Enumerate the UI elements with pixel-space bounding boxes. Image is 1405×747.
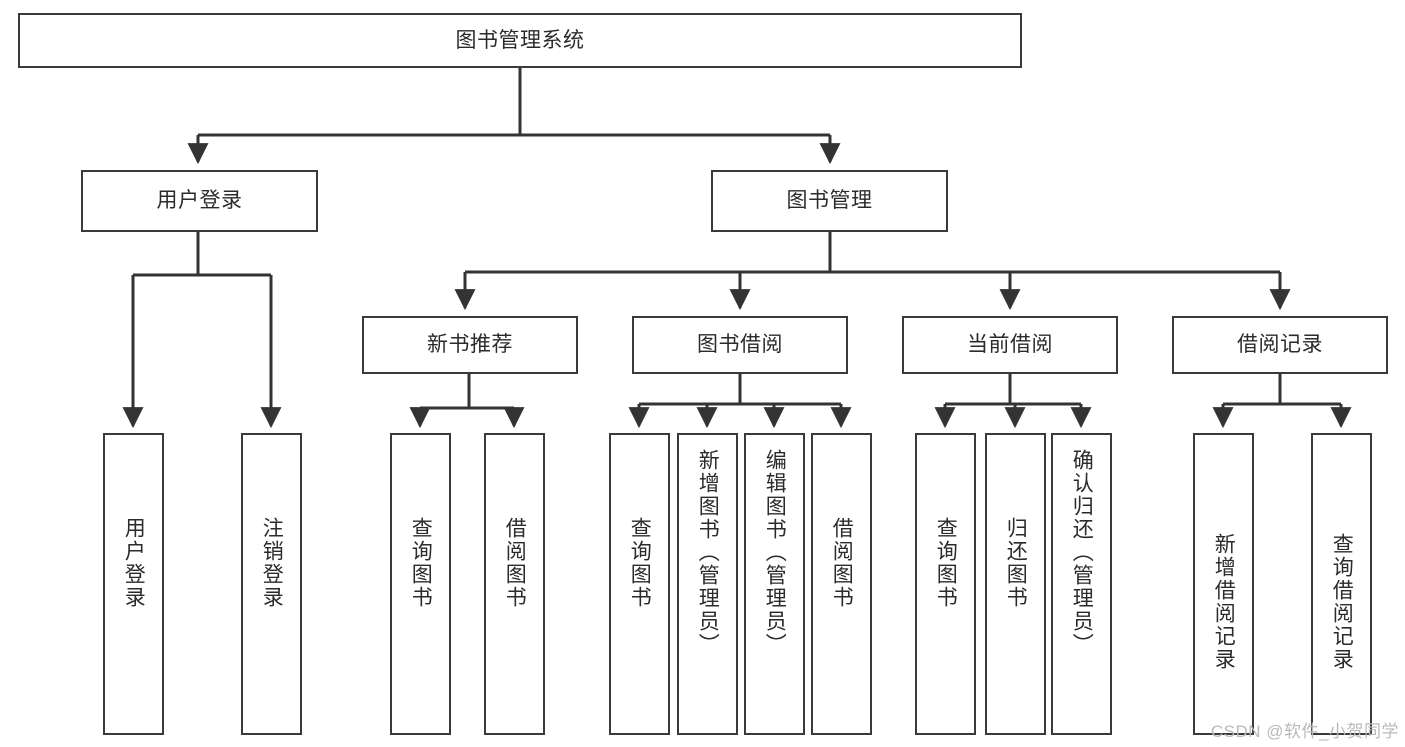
node-label: 新增图书（管理员） <box>696 449 720 656</box>
leaf-add-book-admin[interactable]: 新增图书（管理员） <box>677 433 738 735</box>
node-label: 查询借阅记录 <box>1330 533 1354 671</box>
node-label: 归还图书 <box>1004 517 1028 609</box>
leaf-borrow-book[interactable]: 借阅图书 <box>811 433 872 735</box>
node-book-borrow[interactable]: 图书借阅 <box>632 316 848 374</box>
leaf-edit-book-admin[interactable]: 编辑图书（管理员） <box>744 433 805 735</box>
node-current-borrow[interactable]: 当前借阅 <box>902 316 1118 374</box>
node-label: 查询图书 <box>934 517 958 609</box>
leaf-user-login[interactable]: 用户登录 <box>103 433 164 735</box>
node-label: 图书管理 <box>786 189 873 213</box>
node-label: 查询图书 <box>409 517 433 609</box>
node-label: 新书推荐 <box>427 333 513 357</box>
node-label: 新增借阅记录 <box>1212 533 1236 671</box>
leaf-query-book-new[interactable]: 查询图书 <box>390 433 451 735</box>
leaf-borrow-book-new[interactable]: 借阅图书 <box>484 433 545 735</box>
leaf-add-borrow-record[interactable]: 新增借阅记录 <box>1193 433 1254 735</box>
node-label: 图书管理系统 <box>455 28 585 52</box>
node-new-book-recommend[interactable]: 新书推荐 <box>362 316 578 374</box>
leaf-return-book[interactable]: 归还图书 <box>985 433 1046 735</box>
node-label: 借阅图书 <box>503 517 527 609</box>
node-label: 当前借阅 <box>967 333 1053 357</box>
leaf-confirm-return-admin[interactable]: 确认归还（管理员） <box>1051 433 1112 735</box>
leaf-query-borrow-record[interactable]: 查询借阅记录 <box>1311 433 1372 735</box>
node-label: 图书借阅 <box>697 333 783 357</box>
node-borrow-record[interactable]: 借阅记录 <box>1172 316 1388 374</box>
csdn-watermark: CSDN @软件_小贺同学 <box>1210 722 1399 741</box>
node-label: 用户登录 <box>122 517 146 609</box>
node-label: 用户登录 <box>156 189 243 213</box>
node-label: 借阅图书 <box>830 517 854 609</box>
node-root-system[interactable]: 图书管理系统 <box>18 13 1022 68</box>
node-label: 查询图书 <box>628 517 652 609</box>
node-user-login[interactable]: 用户登录 <box>81 170 318 232</box>
leaf-logout[interactable]: 注销登录 <box>241 433 302 735</box>
node-book-management[interactable]: 图书管理 <box>711 170 948 232</box>
node-label: 确认归还（管理员） <box>1070 449 1094 656</box>
node-label: 注销登录 <box>260 517 284 609</box>
leaf-query-book-current[interactable]: 查询图书 <box>915 433 976 735</box>
node-label: 借阅记录 <box>1237 333 1323 357</box>
leaf-query-book-borrow[interactable]: 查询图书 <box>609 433 670 735</box>
node-label: 编辑图书（管理员） <box>763 449 787 656</box>
